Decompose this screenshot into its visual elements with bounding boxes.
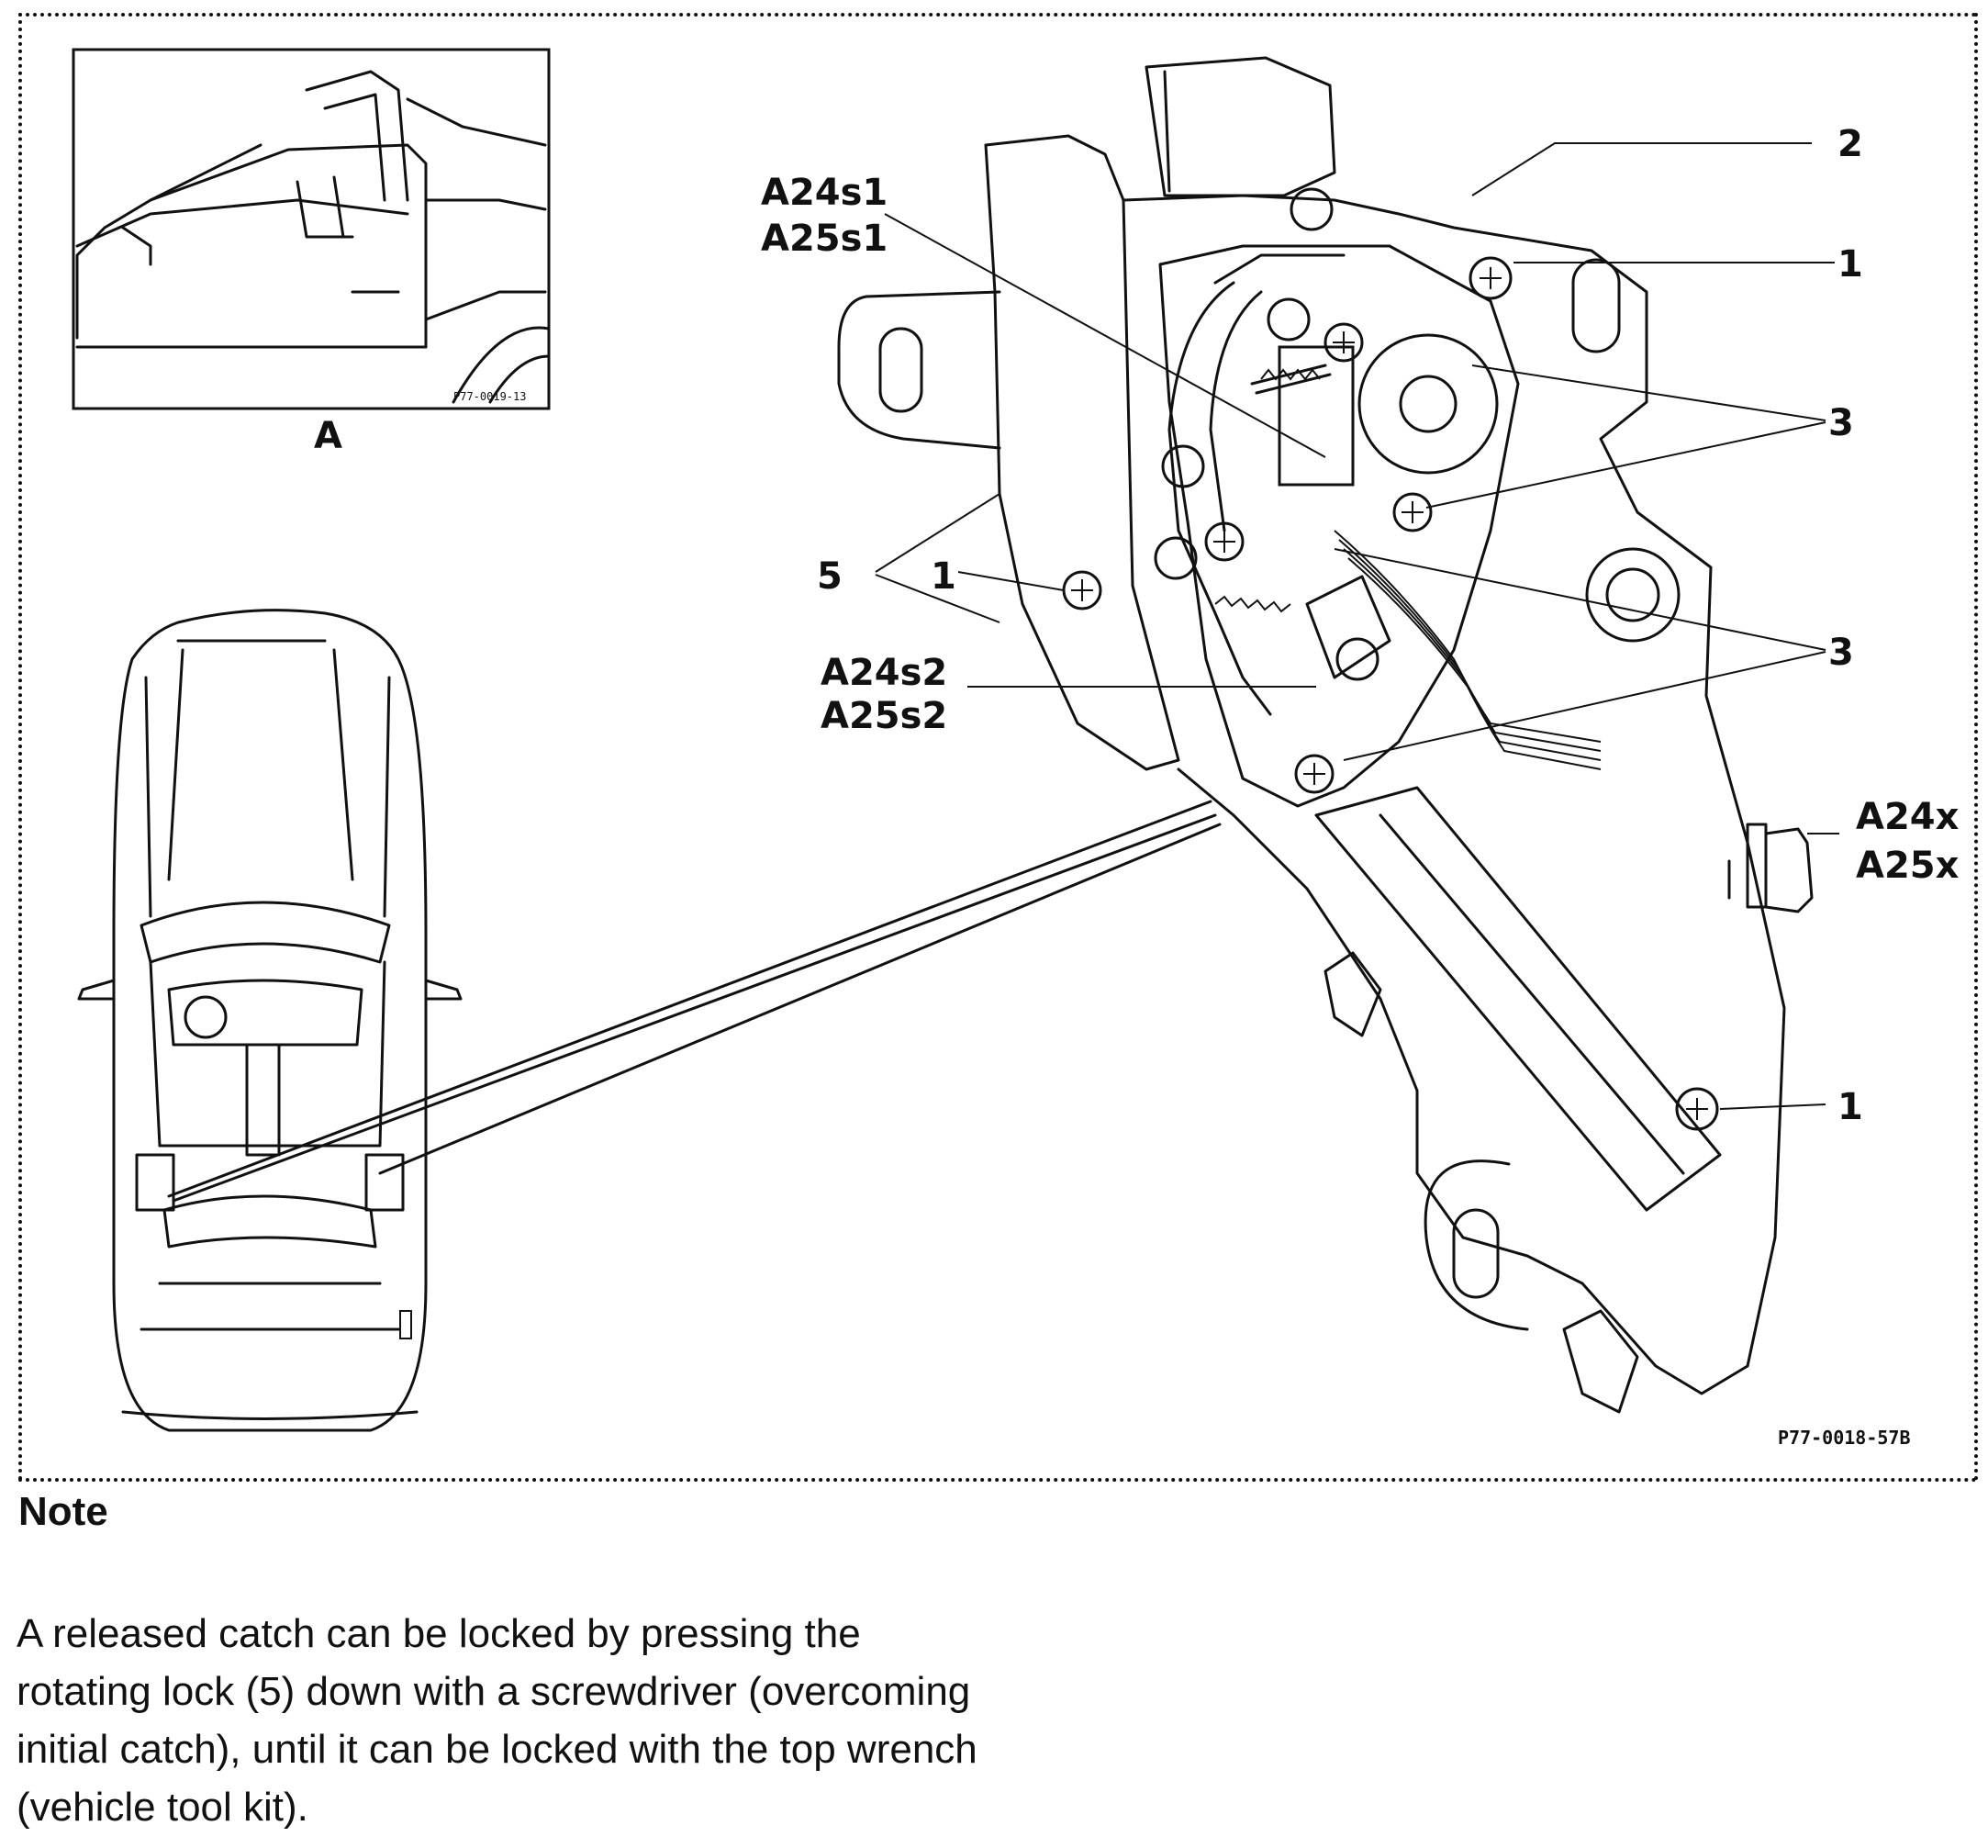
note-heading: Note xyxy=(18,1489,108,1534)
leader-lines xyxy=(875,142,1839,1110)
callout-2: 2 xyxy=(1837,123,1863,165)
car-top-view xyxy=(77,609,463,1432)
callout-1-left: 1 xyxy=(931,555,956,598)
figure-frame: P77-0019-13 A xyxy=(18,13,1978,1482)
lock-mechanism xyxy=(837,56,1814,1414)
label-a25s2: A25s2 xyxy=(821,695,947,737)
label-a25s1: A25s1 xyxy=(761,218,888,260)
label-a24s2: A24s2 xyxy=(821,652,947,694)
pointer-lines xyxy=(167,800,1222,1203)
inset-code: P77-0019-13 xyxy=(453,390,526,403)
callout-3-top: 3 xyxy=(1828,402,1854,444)
figure-code: P77-0018-57B xyxy=(1778,1427,1911,1449)
note-body: A released catch can be locked by pressi… xyxy=(17,1611,977,1830)
inset-label: A xyxy=(314,415,342,457)
label-a25x: A25x xyxy=(1856,845,1960,887)
label-a24x: A24x xyxy=(1856,796,1960,838)
screw-marks xyxy=(1062,256,1719,1131)
inset-side-view: P77-0019-13 xyxy=(72,48,551,410)
label-a24s1: A24s1 xyxy=(761,172,888,214)
callout-labels: 2 1 3 3 1 5 1 A24s1 A25s1 A24s2 A25s2 A2… xyxy=(761,123,1960,1449)
callout-3-mid: 3 xyxy=(1828,632,1854,674)
callout-1-bottom: 1 xyxy=(1837,1086,1863,1128)
callout-1-top: 1 xyxy=(1837,243,1863,286)
callout-5: 5 xyxy=(817,555,843,598)
diagram: P77-0019-13 A xyxy=(72,48,1960,1449)
